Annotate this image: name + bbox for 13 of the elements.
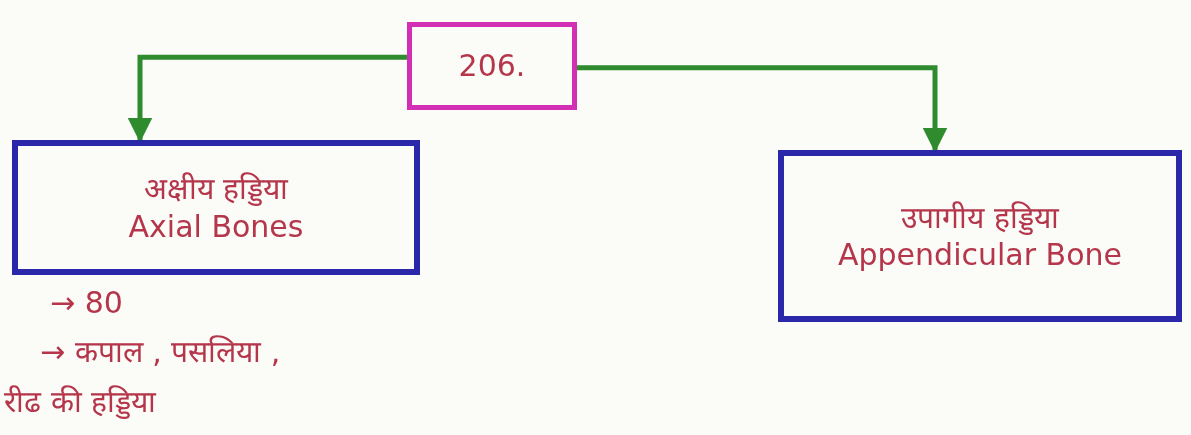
node-box (407, 22, 577, 110)
note-text: → कपाल , पसलिया , (40, 333, 281, 371)
note-text: रीढ की हड्डिया (4, 383, 157, 421)
node-label: अक्षीय हड्डिया (143, 170, 289, 208)
note-text: → 80 (50, 285, 123, 320)
node-label: Axial Bones (128, 207, 304, 245)
node-box (12, 140, 420, 275)
node-label: Appendicular Bone (838, 236, 1122, 274)
node-label: 206. (458, 47, 526, 85)
arrow (577, 65, 948, 153)
node-label: उपागीय हड्डिया (901, 198, 1059, 236)
node-box (778, 150, 1182, 322)
arrow (127, 54, 407, 143)
